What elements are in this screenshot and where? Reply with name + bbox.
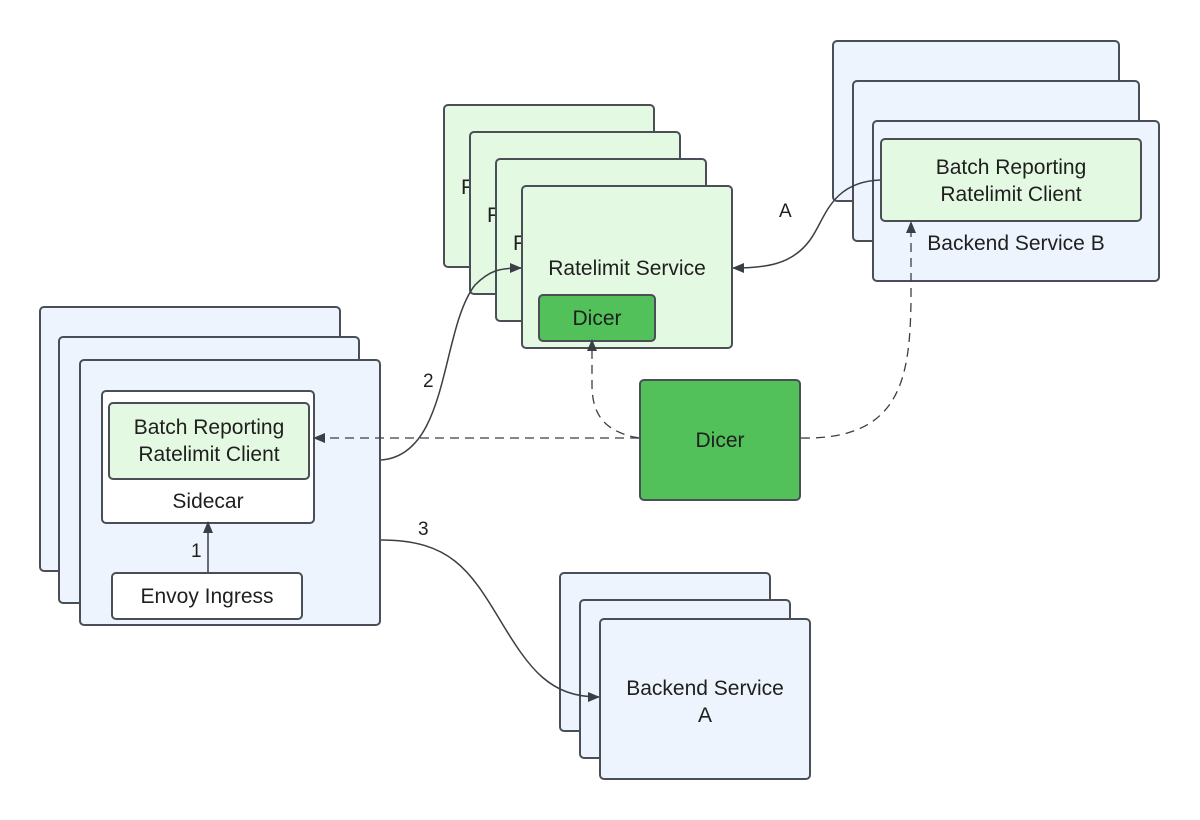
edge-a-arrow — [732, 179, 881, 273]
dicer-label: Dicer — [695, 429, 745, 452]
sidecar-client-label: Batch Reporting Ratelimit Client — [133, 416, 285, 466]
envoy-ingress-label: Envoy Ingress — [140, 585, 274, 608]
sidecar-node: Batch Reporting Ratelimit Client Sidecar — [101, 390, 315, 524]
ratelimit-service-label: Ratelimit Service — [548, 257, 706, 280]
sidecar-client-node: Batch Reporting Ratelimit Client — [108, 402, 310, 480]
ratelimit-service-node: Ratelimit Service Dicer — [521, 185, 733, 349]
ratelimit-dicer-label: Dicer — [572, 307, 622, 330]
edge-3-arrow — [380, 539, 600, 702]
backend-b-client-label: Batch Reporting Ratelimit Client — [935, 156, 1087, 206]
backend-b-label: Backend Service B — [927, 232, 1105, 255]
backend-a-node: Backend Service A — [599, 618, 811, 780]
edge-a-label: A — [779, 201, 792, 222]
edge-dicer-to-backend-b — [800, 221, 916, 439]
edge-3-label: 3 — [418, 519, 429, 540]
backend-b-node: Batch Reporting Ratelimit Client Backend… — [872, 120, 1160, 282]
backend-b-client-node: Batch Reporting Ratelimit Client — [880, 138, 1142, 222]
client-node: Batch Reporting Ratelimit Client Sidecar… — [79, 359, 381, 626]
sidecar-label: Sidecar — [172, 490, 244, 513]
edge-1-label: 1 — [191, 541, 202, 562]
envoy-ingress-node: Envoy Ingress — [111, 572, 303, 620]
edge-2-arrow — [380, 263, 522, 461]
backend-a-label: Backend Service A — [626, 677, 784, 727]
edge-2-label: 2 — [423, 371, 434, 392]
ratelimit-dicer-node: Dicer — [538, 294, 656, 342]
dicer-node: Dicer — [639, 379, 801, 501]
edge-dicer-to-ratelimit-dicer — [587, 339, 640, 439]
